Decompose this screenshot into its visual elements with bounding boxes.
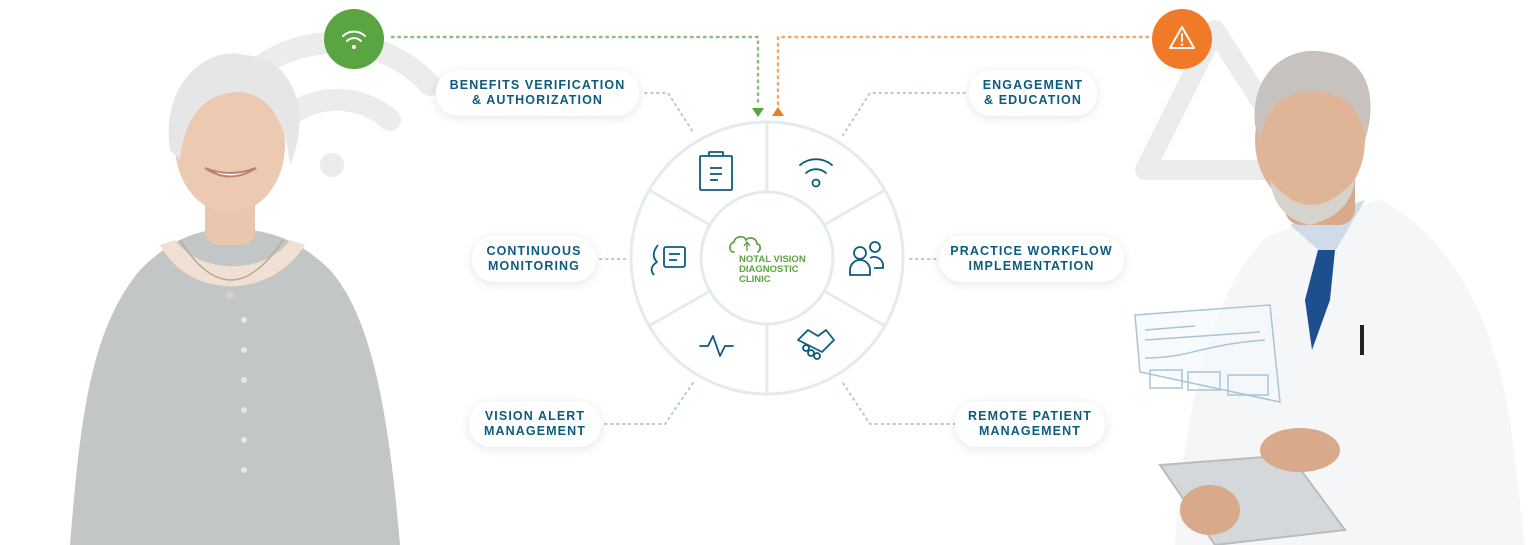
- service-engagement-line2: & EDUCATION: [984, 93, 1082, 107]
- connector-lines: [599, 92, 966, 425]
- service-engagement-education: ENGAGEMENT & EDUCATION: [969, 70, 1097, 116]
- doctor-illustration: [1158, 50, 1525, 545]
- chat-bubble-icon: [650, 244, 686, 276]
- service-workflow-line2: IMPLEMENTATION: [968, 259, 1095, 273]
- service-alert-line2: MANAGEMENT: [484, 424, 586, 438]
- patient-wifi-badge: [324, 9, 384, 69]
- clipboard-icon: [699, 151, 733, 191]
- service-remote-line2: MANAGEMENT: [979, 424, 1081, 438]
- patient-signal-arrow: [752, 108, 764, 117]
- center-logo: NOTAL VISION DIAGNOSTIC CLINIC: [728, 235, 806, 285]
- doctor-alert-line: [776, 35, 1150, 106]
- cloud-logo-icon: [728, 235, 762, 253]
- service-benefits-line1: BENEFITS VERIFICATION: [449, 78, 626, 92]
- center-logo-line2: DIAGNOSTIC: [739, 264, 799, 275]
- service-benefits-verification: BENEFITS VERIFICATION & AUTHORIZATION: [436, 70, 639, 116]
- service-monitoring-line1: CONTINUOUS: [486, 244, 582, 258]
- service-remote-patient: REMOTE PATIENT MANAGEMENT: [955, 401, 1105, 447]
- service-continuous-monitoring: CONTINUOUS MONITORING: [472, 236, 596, 282]
- service-monitoring-line2: MONITORING: [487, 259, 581, 273]
- service-practice-workflow: PRACTICE WORKFLOW IMPLEMENTATION: [939, 236, 1124, 282]
- center-logo-line1: NOTAL VISION: [739, 254, 806, 265]
- service-engagement-line1: ENGAGEMENT: [982, 78, 1084, 92]
- handshake-icon: [797, 329, 835, 360]
- patient-illustration: [70, 53, 400, 545]
- center-logo-line3: CLINIC: [739, 274, 771, 285]
- service-workflow-line1: PRACTICE WORKFLOW: [950, 244, 1113, 258]
- heartbeat-icon: [699, 335, 734, 357]
- doctor-alert-arrow: [772, 107, 784, 116]
- service-wheel: [629, 120, 905, 396]
- service-remote-line1: REMOTE PATIENT: [968, 409, 1092, 423]
- service-vision-alert: VISION ALERT MANAGEMENT: [469, 401, 601, 447]
- patient-signal-line: [390, 35, 760, 106]
- wifi-icon: [799, 158, 833, 188]
- service-benefits-line2: & AUTHORIZATION: [471, 93, 604, 107]
- floating-dashboard-graphic: [1134, 304, 1281, 403]
- doctor-warning-badge: [1152, 9, 1212, 69]
- people-icon: [849, 241, 884, 276]
- service-alert-line1: VISION ALERT: [484, 409, 586, 423]
